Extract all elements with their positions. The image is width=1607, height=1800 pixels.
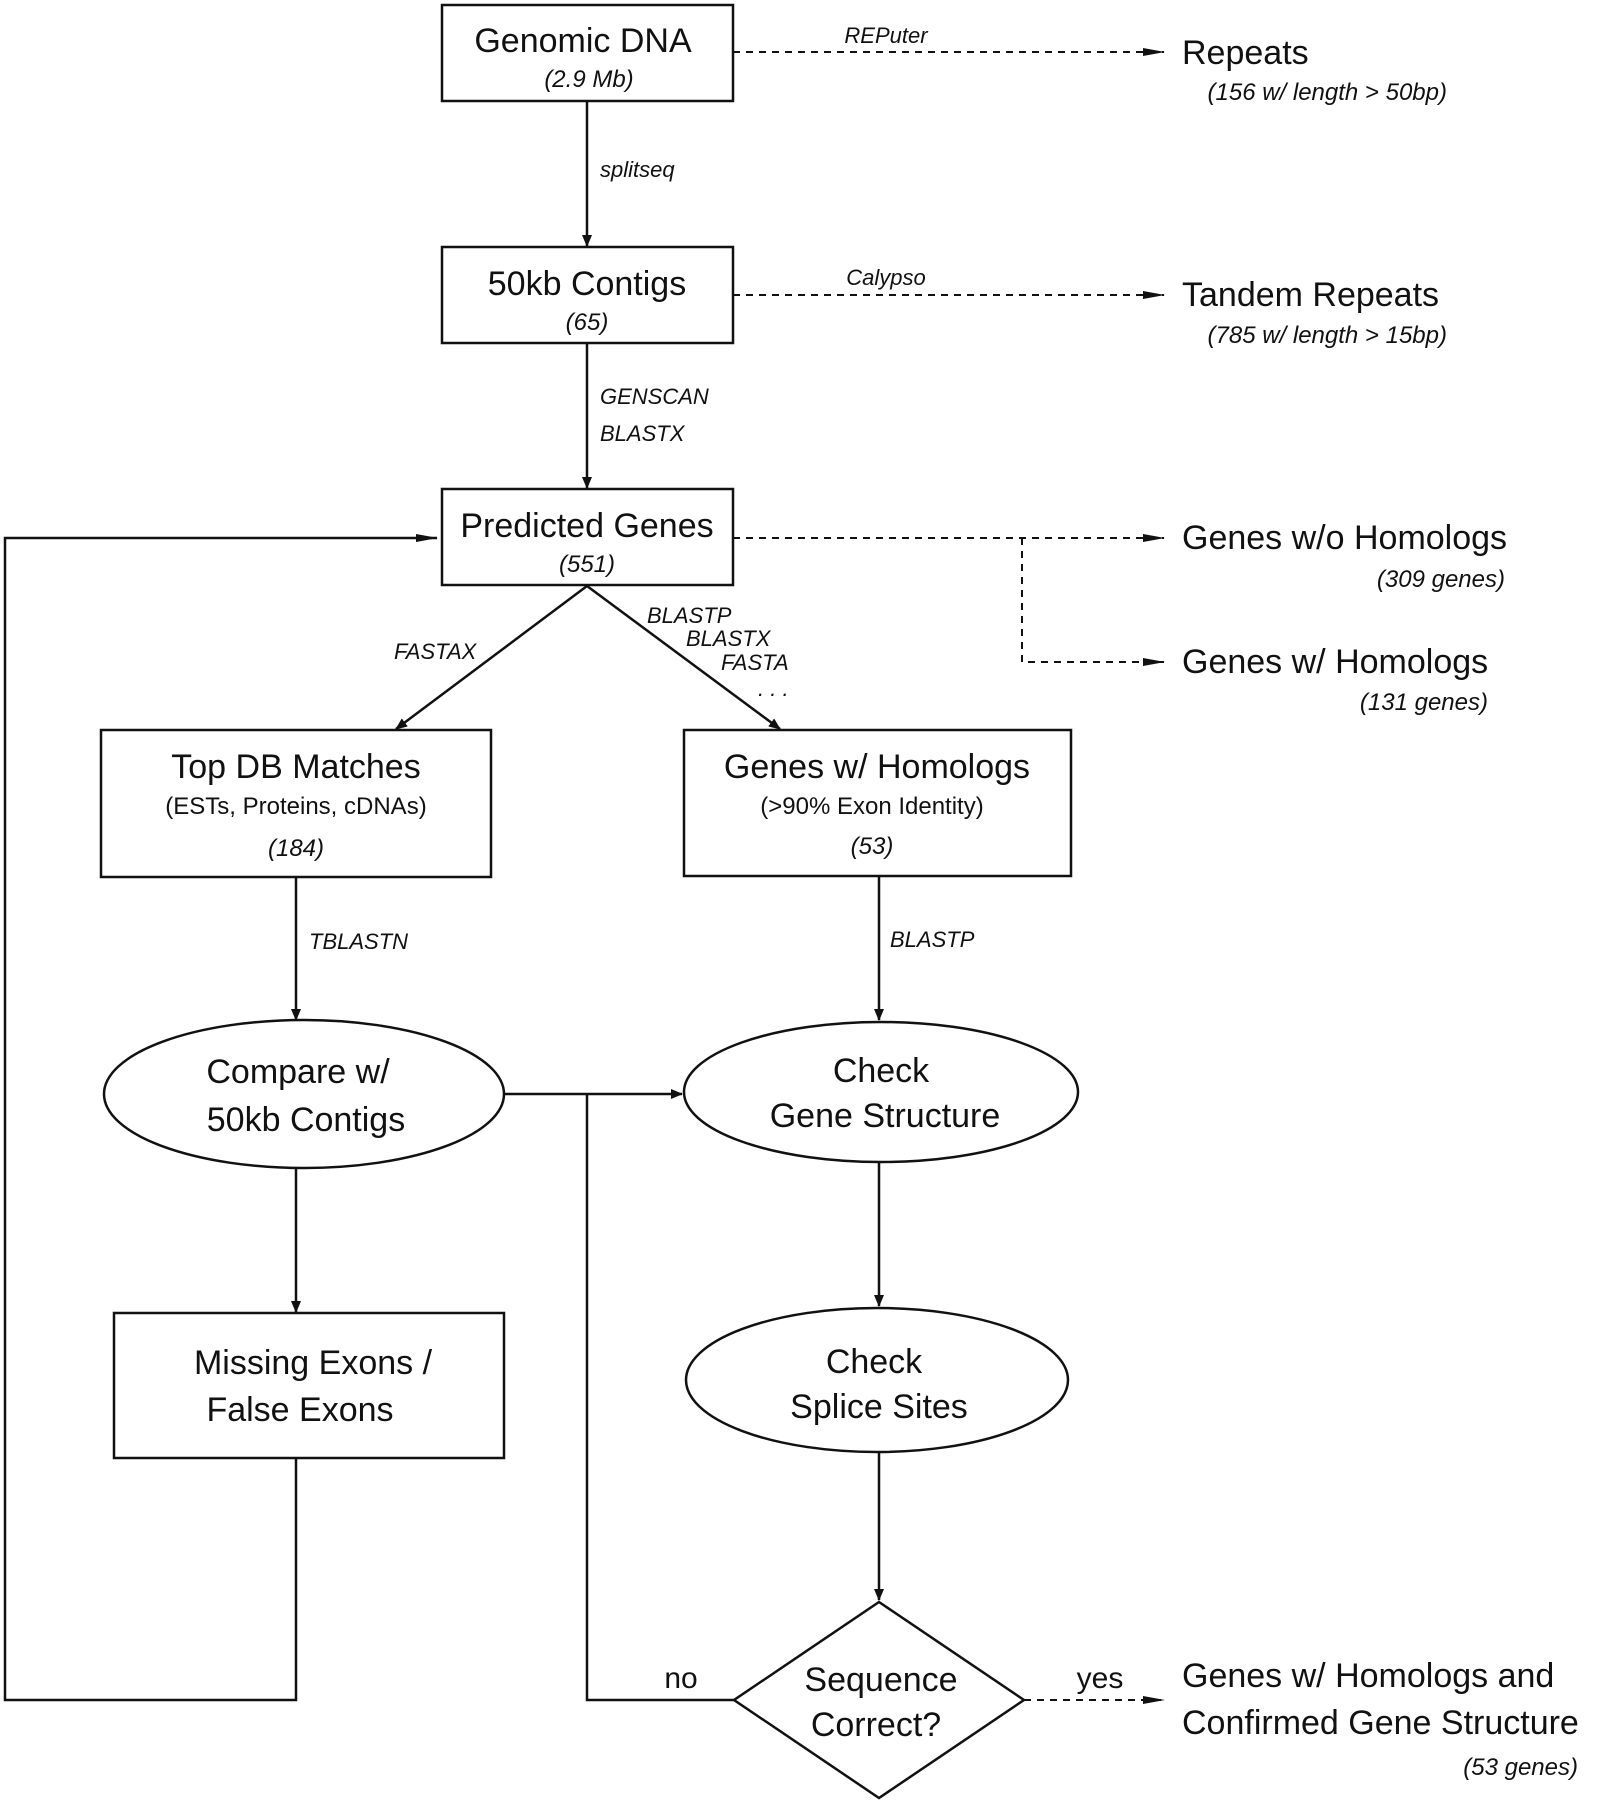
genomic-dna-count: (2.9 Mb) — [544, 66, 633, 93]
tool-labels: REPuter splitseq Calypso GENSCAN BLASTX … — [309, 23, 975, 954]
output-repeats: Repeats (156 w/ length > 50bp) — [1182, 34, 1447, 106]
edge-decision-no-loop — [585, 1094, 734, 1702]
edge-missingexons-loop-to-predicted — [3, 534, 438, 1702]
compare-line1: Compare w/ — [206, 1053, 390, 1091]
confirmed-count: (53 genes) — [1463, 1754, 1578, 1781]
output-genes-with-homologs: Genes w/ Homologs (131 genes) — [1182, 643, 1488, 716]
repeats-count: (156 w/ length > 50bp) — [1208, 79, 1448, 106]
node-compare-contigs: Compare w/ 50kb Contigs — [102, 1018, 506, 1170]
compare-line2: 50kb Contigs — [207, 1101, 405, 1139]
connectors — [3, 48, 1165, 1704]
tool-blastp-1: BLASTP — [647, 603, 732, 628]
predicted-genes-count: (551) — [559, 551, 615, 578]
decision-line1: Sequence — [804, 1661, 957, 1699]
output-tandem-repeats: Tandem Repeats (785 w/ length > 15bp) — [1182, 276, 1447, 349]
contigs-count: (65) — [566, 309, 609, 336]
tandem-repeats-title: Tandem Repeats — [1182, 276, 1439, 314]
predicted-genes-title: Predicted Genes — [460, 507, 713, 545]
tool-fastax: FASTAX — [394, 639, 478, 664]
splice-sites-line2: Splice Sites — [790, 1388, 968, 1426]
edge-predicted-to-homologs90 — [586, 584, 781, 731]
node-50kb-contigs: 50kb Contigs (65) — [440, 245, 735, 345]
tool-ellipsis: . . . — [758, 676, 789, 701]
output-genes-without-homologs: Genes w/o Homologs (309 genes) — [1182, 519, 1507, 593]
tool-genscan: GENSCAN — [600, 384, 709, 409]
node-sequence-correct: Sequence Correct? — [731, 1600, 1027, 1800]
node-check-gene-structure: Check Gene Structure — [682, 1020, 1080, 1164]
no-homologs-count: (309 genes) — [1377, 566, 1505, 593]
homologs90-count: (53) — [851, 833, 894, 860]
contigs-title: 50kb Contigs — [488, 265, 686, 303]
gene-structure-line1: Check — [833, 1052, 930, 1090]
node-top-db-matches: Top DB Matches (ESTs, Proteins, cDNAs) (… — [99, 728, 493, 879]
homologs90-title: Genes w/ Homologs — [724, 748, 1030, 786]
decision-line2: Correct? — [811, 1706, 941, 1744]
node-missing-exons: Missing Exons / False Exons — [112, 1311, 506, 1460]
edge-predicted-to-topdb — [395, 584, 588, 731]
missing-exons-line1: Missing Exons / — [194, 1344, 433, 1382]
edge-predicted-to-withhomologs — [1021, 538, 1165, 666]
top-db-count: (184) — [268, 835, 324, 862]
node-genomic-dna: Genomic DNA (2.9 Mb) — [440, 3, 735, 103]
output-confirmed-gene-structure: Genes w/ Homologs and Confirmed Gene Str… — [1182, 1657, 1579, 1781]
no-homologs-title: Genes w/o Homologs — [1182, 519, 1507, 557]
with-homologs-title: Genes w/ Homologs — [1182, 643, 1488, 681]
tool-blastx-1: BLASTX — [600, 421, 686, 446]
confirmed-line1: Genes w/ Homologs and — [1182, 1657, 1554, 1695]
top-db-title: Top DB Matches — [171, 748, 420, 786]
homologs90-subtitle: (>90% Exon Identity) — [760, 793, 983, 820]
edge-label-no: no — [664, 1662, 697, 1695]
node-predicted-genes: Predicted Genes (551) — [440, 487, 735, 587]
tool-fasta: FASTA — [721, 650, 789, 675]
with-homologs-count: (131 genes) — [1360, 689, 1488, 716]
repeats-title: Repeats — [1182, 34, 1309, 72]
node-check-splice-sites: Check Splice Sites — [684, 1306, 1070, 1454]
confirmed-line2: Confirmed Gene Structure — [1182, 1704, 1579, 1742]
tool-reputer: REPuter — [844, 23, 929, 48]
gene-structure-line2: Gene Structure — [770, 1097, 1001, 1135]
node-genes-homologs-90: Genes w/ Homologs (>90% Exon Identity) (… — [682, 728, 1073, 878]
missing-exons-line2: False Exons — [206, 1391, 393, 1429]
tool-blastp-2: BLASTP — [890, 927, 975, 952]
tool-tblastn: TBLASTN — [309, 929, 408, 954]
tool-blastx-2: BLASTX — [686, 626, 772, 651]
tandem-repeats-count: (785 w/ length > 15bp) — [1208, 322, 1448, 349]
tool-splitseq: splitseq — [600, 157, 675, 182]
edge-label-yes: yes — [1077, 1662, 1124, 1695]
tool-calypso: Calypso — [846, 265, 925, 290]
genomic-dna-title: Genomic DNA — [474, 22, 692, 60]
top-db-subtitle: (ESTs, Proteins, cDNAs) — [165, 793, 426, 820]
splice-sites-line1: Check — [826, 1343, 923, 1381]
